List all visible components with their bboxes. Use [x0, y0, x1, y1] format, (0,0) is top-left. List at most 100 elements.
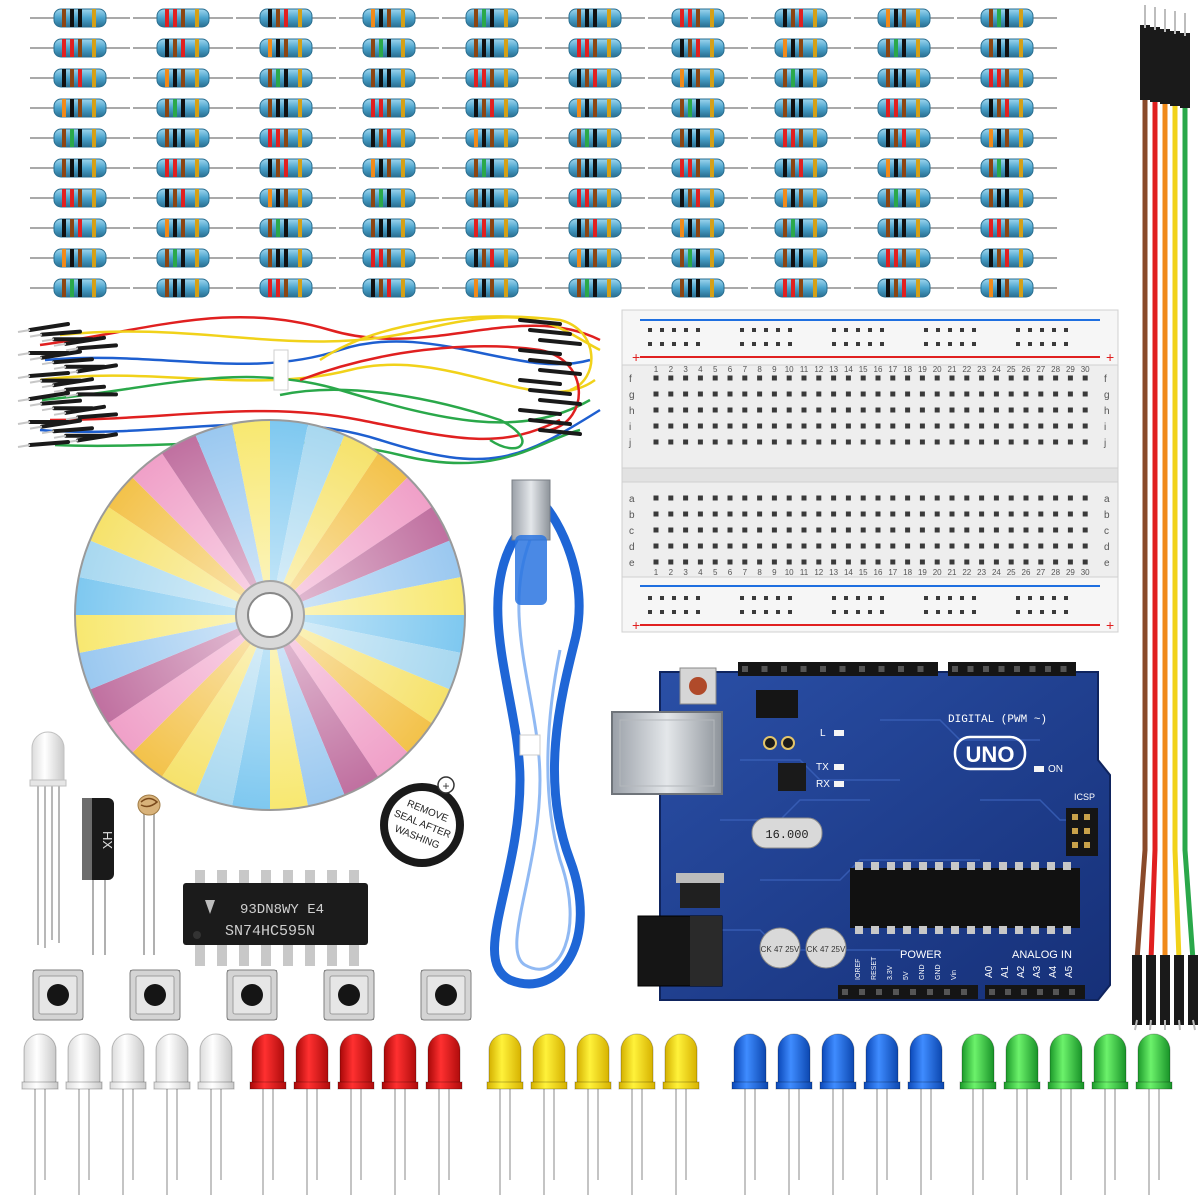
resistor: [854, 188, 954, 208]
svg-text:+: +: [1106, 349, 1114, 365]
resistor: [854, 248, 954, 268]
power-pin-label: Vin: [951, 970, 958, 980]
svg-text:2: 2: [669, 365, 674, 374]
resistor: [133, 248, 233, 268]
resistor: [751, 218, 851, 238]
resistor: [133, 218, 233, 238]
resistor: [339, 98, 439, 118]
rx-led-label: RX: [816, 779, 830, 790]
analog-pin-label: A4: [1048, 965, 1059, 978]
svg-text:14: 14: [844, 365, 853, 374]
resistor: [339, 68, 439, 88]
blue-led: [775, 1033, 813, 1195]
red-led: [337, 1033, 375, 1195]
svg-text:1: 1: [654, 568, 659, 577]
resistor: [751, 278, 851, 298]
resistor: [957, 248, 1057, 268]
power-pin-label: 5V: [903, 971, 910, 980]
push-button: [420, 969, 472, 1021]
svg-text:30: 30: [1081, 568, 1090, 577]
digital-pwm-label: DIGITAL (PWM ~): [948, 714, 1047, 726]
resistor: [442, 278, 542, 298]
resistor: [957, 278, 1057, 298]
resistor: [957, 218, 1057, 238]
svg-text:26: 26: [1022, 568, 1031, 577]
blue-led: [907, 1033, 945, 1195]
yellow-led: [574, 1033, 612, 1195]
on-led-label: ON: [1048, 764, 1063, 775]
svg-text:12: 12: [814, 568, 823, 577]
resistor: [442, 218, 542, 238]
resistor: [648, 218, 748, 238]
resistor: [751, 128, 851, 148]
resistor: [236, 188, 336, 208]
blue-led: [863, 1033, 901, 1195]
resistor: [957, 188, 1057, 208]
green-led: [959, 1033, 997, 1195]
resistor: [236, 248, 336, 268]
resistor: [545, 38, 645, 58]
svg-text:10: 10: [785, 568, 794, 577]
resistor: [133, 278, 233, 298]
svg-text:4: 4: [698, 568, 703, 577]
resistor: [30, 188, 130, 208]
analog-in-label: ANALOG IN: [1012, 949, 1072, 961]
resistor: [648, 158, 748, 178]
svg-text:18: 18: [903, 365, 912, 374]
resistor: [133, 8, 233, 28]
svg-text:g: g: [1104, 390, 1110, 401]
green-led: [1003, 1033, 1041, 1195]
svg-text:+: +: [442, 779, 449, 793]
uno-logo: UNO: [966, 742, 1015, 767]
resistor: [751, 8, 851, 28]
push-button: [226, 969, 278, 1021]
resistor: [957, 38, 1057, 58]
resistor: [648, 38, 748, 58]
svg-text:d: d: [629, 542, 635, 553]
svg-text:28: 28: [1051, 568, 1060, 577]
resistor: [339, 218, 439, 238]
power-pin-label: 3.3V: [887, 965, 894, 980]
svg-text:20: 20: [933, 365, 942, 374]
resistor: [545, 188, 645, 208]
resistor: [751, 248, 851, 268]
svg-text:19: 19: [918, 365, 927, 374]
resistor: [751, 68, 851, 88]
green-led: [1091, 1033, 1129, 1195]
resistor: [442, 248, 542, 268]
svg-text:15: 15: [859, 365, 868, 374]
svg-text:12: 12: [814, 365, 823, 374]
svg-text:h: h: [629, 406, 635, 417]
usb-cable: [490, 479, 585, 989]
resistor: [854, 128, 954, 148]
svg-text:3: 3: [683, 568, 688, 577]
rgb-led: [29, 731, 67, 948]
svg-text:f: f: [629, 374, 632, 385]
svg-text:7: 7: [743, 365, 748, 374]
svg-text:a: a: [1104, 494, 1110, 505]
resistor: [442, 68, 542, 88]
svg-text:17: 17: [888, 568, 897, 577]
ic-label-line2: SN74HC595N: [225, 923, 315, 940]
red-led: [381, 1033, 419, 1195]
resistor: [751, 98, 851, 118]
resistor: [648, 248, 748, 268]
yellow-led: [618, 1033, 656, 1195]
svg-text:+: +: [632, 349, 640, 365]
svg-text:5: 5: [713, 568, 718, 577]
svg-text:8: 8: [757, 365, 762, 374]
power-pin-label: GND: [935, 964, 942, 980]
resistor: [133, 38, 233, 58]
svg-text:29: 29: [1066, 568, 1075, 577]
svg-text:22: 22: [962, 568, 971, 577]
resistor: [236, 158, 336, 178]
resistor: [442, 128, 542, 148]
resistor: [545, 98, 645, 118]
resistor: [30, 38, 130, 58]
resistor: [545, 248, 645, 268]
analog-pin-label: A3: [1032, 965, 1043, 978]
power-pin-label: GND: [919, 964, 926, 980]
resistor: [957, 68, 1057, 88]
svg-text:1: 1: [654, 365, 659, 374]
